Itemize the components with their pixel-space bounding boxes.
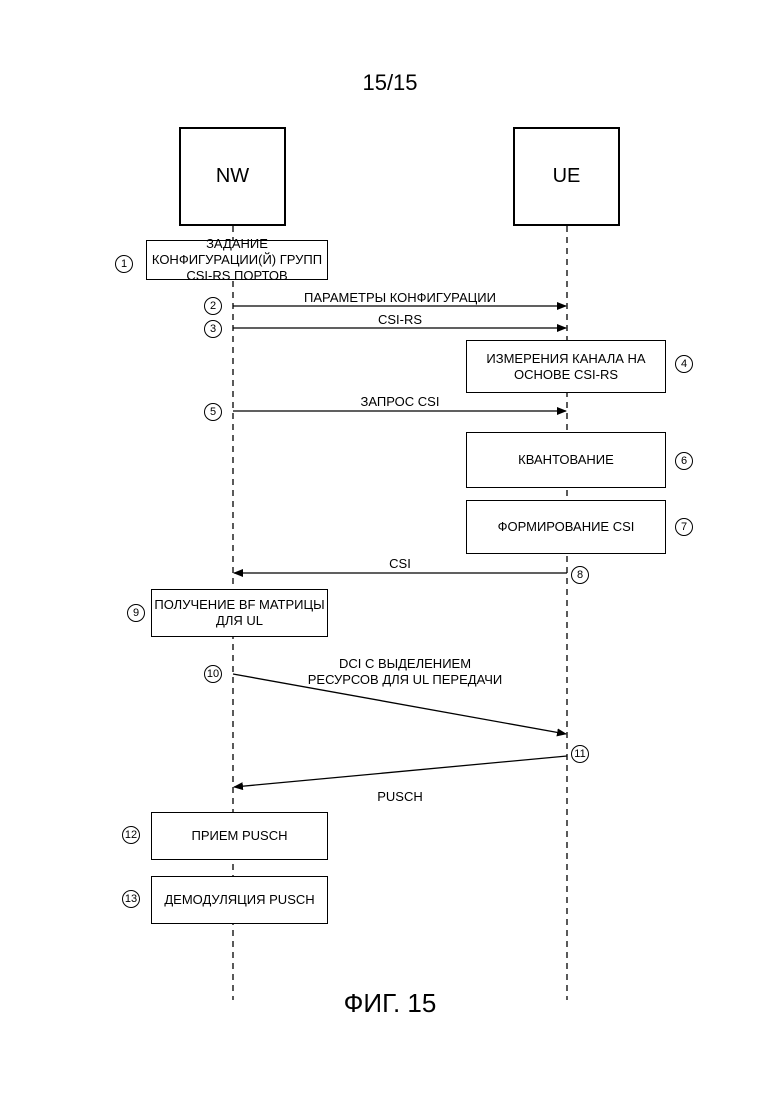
msg-csi-request: ЗАПРОС CSI bbox=[330, 394, 470, 410]
msg-dci: DCI С ВЫДЕЛЕНИЕМ РЕСУРСОВ ДЛЯ UL ПЕРЕДАЧ… bbox=[305, 656, 505, 688]
step-9-marker: 9 bbox=[127, 604, 145, 622]
ue-label: UE bbox=[553, 165, 581, 188]
step-4-marker: 4 bbox=[675, 355, 693, 373]
step-12-marker: 12 bbox=[122, 826, 140, 844]
arrow-pusch bbox=[234, 756, 567, 787]
pusch-rx-box: ПРИЕМ PUSCH bbox=[151, 812, 328, 860]
figure-caption: ФИГ. 15 bbox=[0, 988, 780, 1019]
step-5-marker: 5 bbox=[204, 403, 222, 421]
quantize-box: КВАНТОВАНИЕ bbox=[466, 432, 666, 488]
step-13-marker: 13 bbox=[122, 890, 140, 908]
nw-label: NW bbox=[216, 165, 249, 188]
msg-csi: CSI bbox=[360, 556, 440, 572]
step-7-marker: 7 bbox=[675, 518, 693, 536]
step-11-marker: 11 bbox=[571, 745, 589, 763]
bf-matrix-box: ПОЛУЧЕНИЕ BF МАТРИЦЫ ДЛЯ UL bbox=[151, 589, 328, 637]
config-box: ЗАДАНИЕ КОНФИГУРАЦИИ(Й) ГРУПП CSI-RS ПОР… bbox=[146, 240, 328, 280]
step-6-marker: 6 bbox=[675, 452, 693, 470]
csi-form-box: ФОРМИРОВАНИЕ CSI bbox=[466, 500, 666, 554]
msg-pusch: PUSCH bbox=[360, 789, 440, 805]
msg-csi-rs: CSI-RS bbox=[340, 312, 460, 328]
ue-entity: UE bbox=[513, 127, 620, 226]
step-2-marker: 2 bbox=[204, 297, 222, 315]
nw-entity: NW bbox=[179, 127, 286, 226]
step-8-marker: 8 bbox=[571, 566, 589, 584]
step-10-marker: 10 bbox=[204, 665, 222, 683]
step-3-marker: 3 bbox=[204, 320, 222, 338]
channel-measure-box: ИЗМЕРЕНИЯ КАНАЛА НА ОСНОВЕ CSI-RS bbox=[466, 340, 666, 393]
step-1-marker: 1 bbox=[115, 255, 133, 273]
msg-config-params: ПАРАМЕТРЫ КОНФИГУРАЦИИ bbox=[290, 290, 510, 306]
page-number: 15/15 bbox=[0, 70, 780, 96]
pusch-demod-box: ДЕМОДУЛЯЦИЯ PUSCH bbox=[151, 876, 328, 924]
